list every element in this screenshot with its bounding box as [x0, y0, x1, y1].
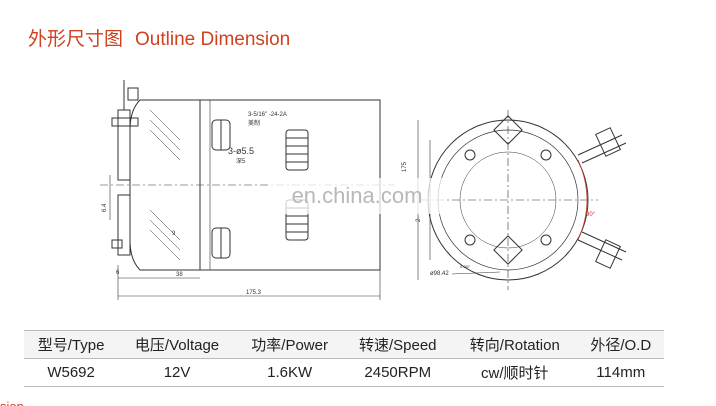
dim-diameter: ø98.42	[430, 271, 449, 277]
cell-type: W5692	[47, 364, 95, 381]
dim-left-small: 6	[116, 270, 120, 276]
dim-angle: 90°	[586, 212, 596, 218]
hole-sub: 深5	[236, 157, 246, 165]
page-title: 外形尺寸图 Outline Dimension	[28, 24, 290, 51]
dim-bolt: 2-	[416, 217, 422, 222]
dim-diameter-tol: 0.087	[460, 264, 471, 269]
watermark: en.china.com	[268, 178, 446, 214]
cell-power: 1.6KW	[267, 364, 313, 381]
dim-left: 6.4	[102, 203, 108, 212]
spec-header-row: 型号/Type 电压/Voltage 功率/Power 转速/Speed 转向/…	[24, 330, 664, 359]
cell-speed: 2450RPM	[364, 364, 432, 381]
dim-right: 175	[402, 161, 408, 172]
hole-note: 3-ø5.5	[228, 146, 254, 156]
dim-bottom-2: 175.3	[246, 290, 262, 296]
terminal	[127, 87, 139, 101]
thread-sub: 美制	[248, 119, 260, 127]
cell-od: 114mm	[596, 364, 646, 381]
cell-voltage: 12V	[163, 364, 191, 381]
cell-rotation: cw/顺时针	[481, 365, 549, 382]
dim-small: 9	[172, 231, 176, 237]
col-type: 型号/Type	[37, 337, 105, 354]
title-chinese: 外形尺寸图	[28, 29, 124, 50]
thread-note: 3-5/16" -24-2A	[248, 112, 287, 118]
col-od: 外径/O.D	[590, 337, 652, 354]
spec-table: 型号/Type 电压/Voltage 功率/Power 转速/Speed 转向/…	[24, 330, 664, 387]
title-english: Outline Dimension	[135, 29, 291, 50]
col-rotation: 转向/Rotation	[469, 337, 560, 354]
table-row: W5692 12V 1.6KW 2450RPM cw/顺时针 114mm	[24, 359, 664, 387]
side-stud-upper	[285, 129, 309, 171]
dim-bottom-1: 38	[176, 272, 183, 278]
front-stud-upper	[577, 127, 627, 164]
col-power: 功率/Power	[251, 337, 328, 354]
angle-arc	[577, 159, 588, 241]
col-voltage: 电压/Voltage	[134, 337, 220, 354]
col-speed: 转速/Speed	[358, 337, 437, 354]
front-stud-lower	[577, 231, 627, 269]
footer-fragment: sion	[0, 396, 24, 406]
